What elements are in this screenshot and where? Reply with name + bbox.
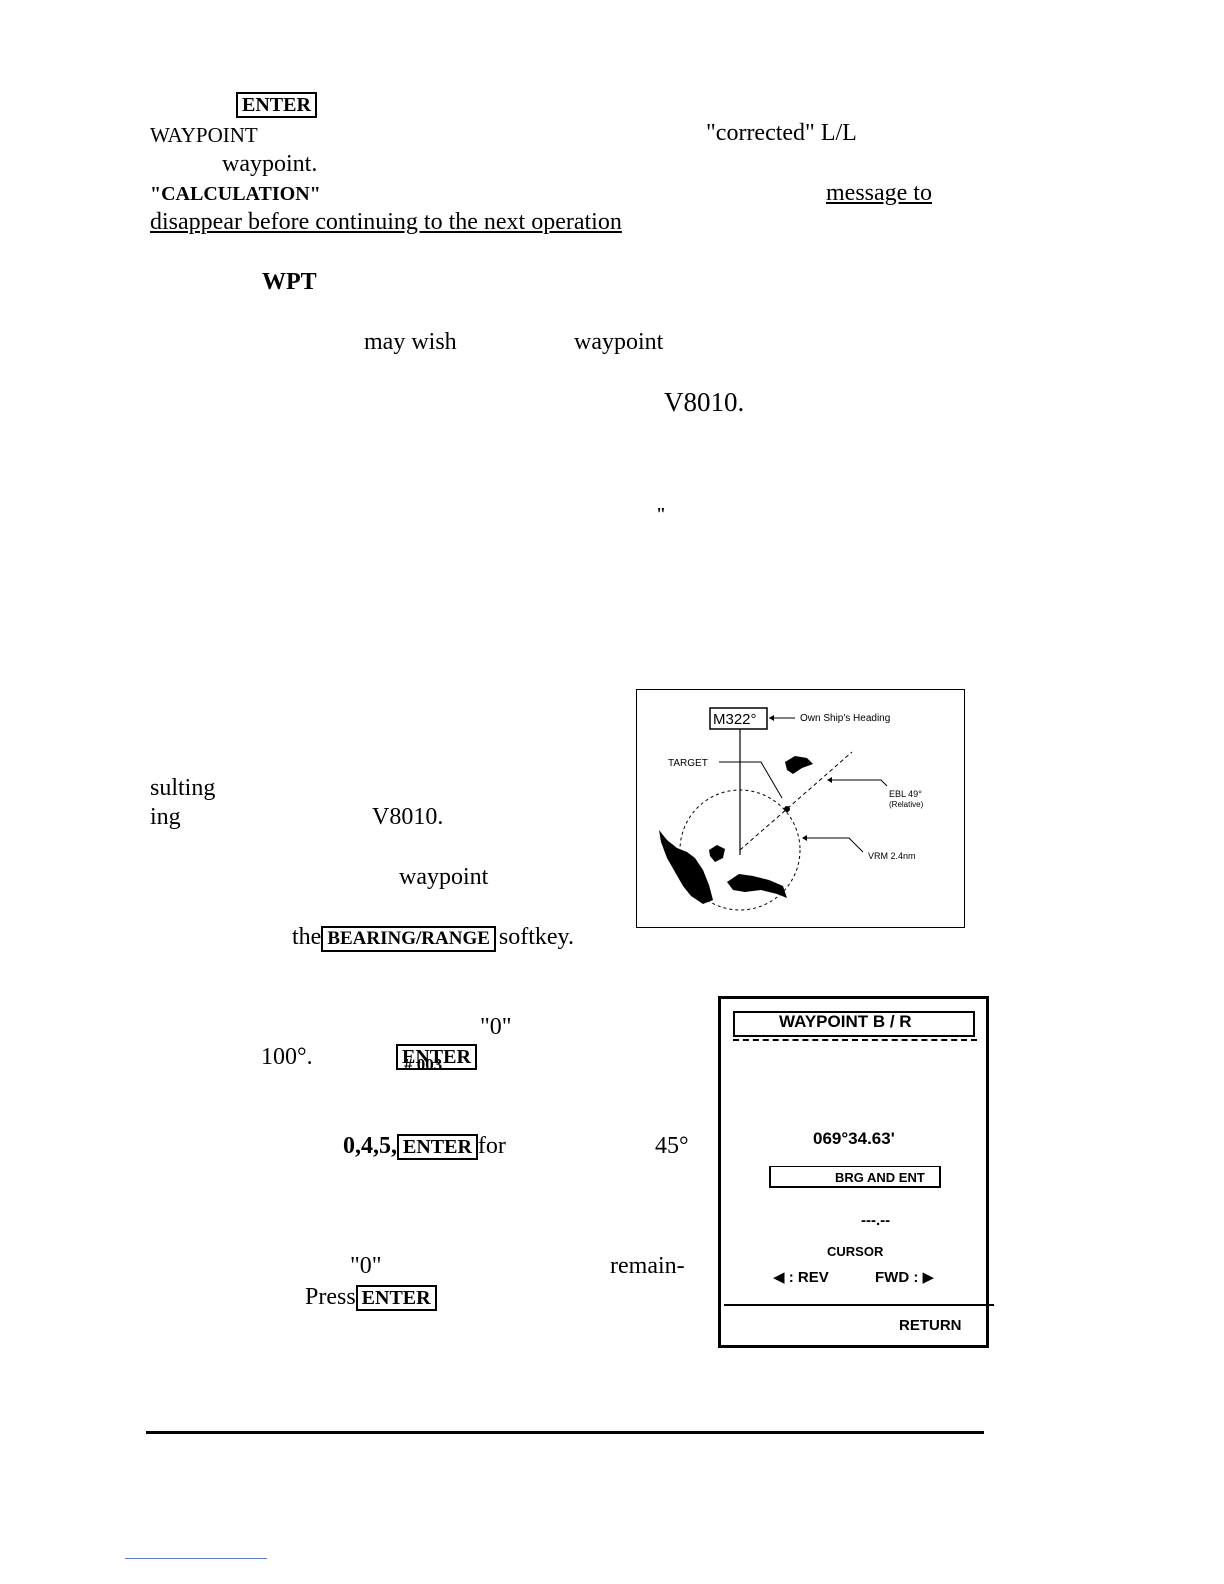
enter-key-3: ENTER — [397, 1134, 478, 1160]
vrm-arrowhead — [802, 835, 807, 841]
enter-key-2-wrap: ENTER # 003 — [396, 1042, 477, 1074]
lcd-title: WAYPOINT B / R — [779, 1012, 912, 1031]
enter-key-2-label: ENTER — [402, 1046, 471, 1068]
calculation-text: "CALCULATION" — [150, 183, 321, 205]
stray-quote: " — [656, 504, 666, 524]
waypoint-text-2: waypoint — [574, 329, 664, 355]
lcd-fwd: FWD : ▶ — [875, 1269, 935, 1286]
ebl-arrowhead — [827, 777, 832, 783]
sulting-text: sulting — [150, 775, 216, 801]
heading-arrowhead — [769, 715, 774, 721]
heading-box — [709, 707, 768, 730]
target-island — [785, 756, 813, 774]
heading-note: Own Ship's Heading — [800, 713, 890, 724]
target-label: TARGET — [668, 758, 708, 769]
radar-diagram: M322° Own Ship's Heading TARGET EBL 49° … — [636, 689, 965, 928]
for-text: for — [477, 1133, 506, 1159]
remain-text: remain- — [610, 1253, 685, 1279]
softkey-text: softkey. — [498, 924, 574, 950]
message-to-text: message to — [672, 179, 932, 207]
the-text: the — [292, 924, 322, 950]
heading-box-label: M322° — [713, 711, 757, 728]
corrected-ll-text: "corrected" L/L — [706, 120, 857, 146]
vrm-leader — [804, 837, 864, 853]
target-leader — [719, 761, 783, 799]
enter-key: ENTER — [236, 90, 317, 118]
vrm-label: VRM 2.4nm — [868, 851, 916, 861]
ing-text: ing — [150, 804, 181, 830]
waypoint-number-overlay: # 003 — [404, 1055, 443, 1074]
enter-key-4: ENTER — [355, 1285, 437, 1311]
lcd-divider — [724, 1304, 994, 1306]
bearing-range-softkey: BEARING/RANGE — [321, 926, 496, 952]
message-to-label: message to — [826, 180, 932, 206]
may-wish-text: may wish — [364, 329, 457, 355]
ebl-leader — [829, 779, 888, 787]
enter-key-label: ENTER — [236, 92, 317, 118]
lcd-title-underline — [733, 1039, 977, 1043]
footer-rule — [146, 1431, 984, 1434]
zero-four-five-keys: 0,4,5, — [343, 1133, 397, 1159]
lcd-title-bar — [733, 1011, 975, 1037]
waypoint-label: WAYPOINT — [150, 123, 258, 147]
zero-quote-2: "0" — [350, 1253, 382, 1279]
v8010-text-1: V8010. — [664, 387, 745, 417]
small-island — [709, 845, 725, 862]
v8010-text-2: V8010. — [372, 804, 444, 830]
lcd-return: RETURN — [899, 1317, 962, 1334]
ebl-label: EBL 49° — [889, 789, 922, 799]
wpt-text: WPT — [262, 269, 317, 295]
press-text: Press — [305, 1284, 356, 1310]
hundred-degree-text: 100°. — [261, 1044, 313, 1070]
ebl-relative-label: (Relative) — [889, 800, 924, 809]
lcd-prompt-box — [769, 1166, 941, 1188]
lcd-prompt: BRG AND ENT — [835, 1170, 925, 1185]
landmass-west — [659, 830, 713, 904]
lcd-longitude: 069°34.63' — [813, 1129, 895, 1148]
waypoint-br-screen: WAYPOINT B / R 069°34.63' BRG AND ENT --… — [718, 996, 994, 1348]
target-dot — [784, 806, 790, 812]
enter-key-2: ENTER # 003 — [396, 1044, 477, 1074]
lcd-rev: ◀ : REV — [773, 1269, 829, 1286]
lcd-dashes: ---.-- — [861, 1212, 891, 1229]
zero-quote-1: "0" — [480, 1014, 512, 1040]
forty-five-degree-text: 45° — [655, 1133, 689, 1159]
ebl-line — [739, 751, 853, 851]
radar-diagram-svg: M322° Own Ship's Heading TARGET EBL 49° … — [659, 707, 924, 911]
disappear-line: disappear before continuing to the next … — [150, 209, 622, 235]
waypoint-text-3: waypoint — [399, 864, 489, 890]
bottom-edge-line — [125, 1558, 267, 1559]
waypoint-text-1: waypoint. — [222, 151, 318, 177]
lcd-cursor: CURSOR — [827, 1244, 884, 1259]
landmass-south — [727, 874, 787, 898]
